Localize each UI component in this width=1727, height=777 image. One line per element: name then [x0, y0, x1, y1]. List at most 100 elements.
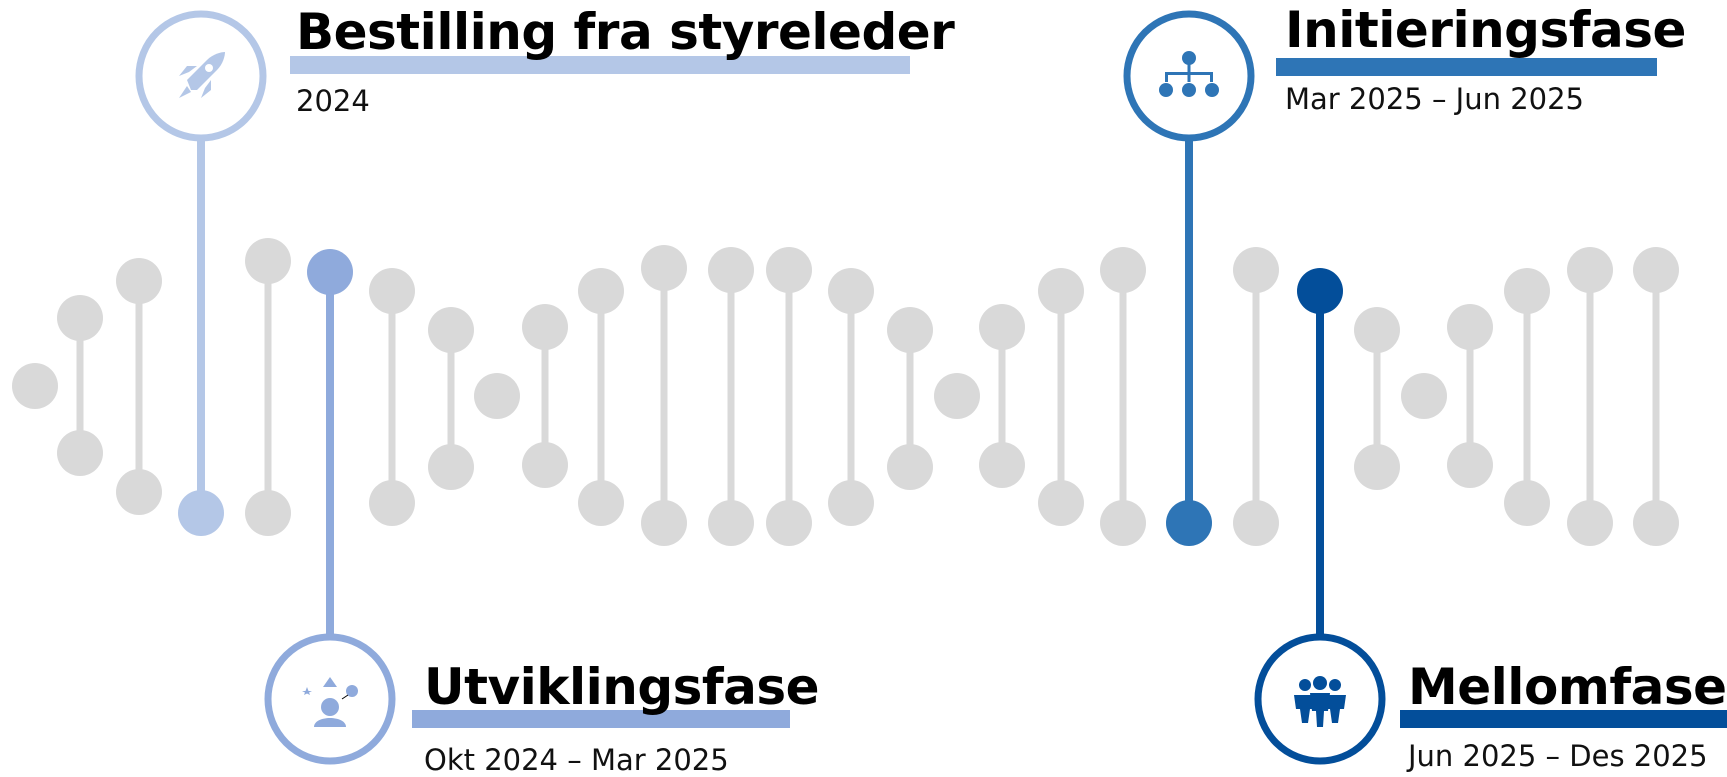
- rung-dot-top: [57, 295, 103, 341]
- rocket-icon: [179, 52, 225, 98]
- rung-dot-bottom: [1567, 500, 1613, 546]
- rung-dot-bottom: [57, 430, 103, 476]
- milestone-ring-3: [1123, 10, 1255, 142]
- circle-shape: [346, 685, 358, 697]
- team-head: [1329, 679, 1341, 691]
- dna-rung: [766, 247, 812, 546]
- rung-dot-bottom: [522, 442, 568, 488]
- rung-dot-bottom: [828, 480, 874, 526]
- person-head: [321, 698, 339, 716]
- rung-dot-top: [369, 268, 415, 314]
- milestone-4-date: Jun 2025 – Des 2025: [1408, 739, 1708, 773]
- rung-dot-top: [887, 307, 933, 353]
- dna-rung: [1233, 247, 1279, 546]
- milestone-2-title: Utviklingsfase: [424, 658, 820, 716]
- org-node: [1205, 83, 1219, 97]
- rocket-window: [205, 64, 213, 72]
- org-chart-icon: [1159, 51, 1219, 97]
- rung-dot-bottom: [578, 480, 624, 526]
- rung-dot-top: [428, 307, 474, 353]
- rung-dot-bottom: [641, 500, 687, 546]
- org-drop: [1165, 72, 1168, 82]
- rung-dot-top: [641, 245, 687, 291]
- dna-rung: [1354, 307, 1400, 490]
- dna-rung: [828, 268, 874, 526]
- rung-dot-bottom: [1504, 480, 1550, 526]
- rung-dot-top: [245, 238, 291, 284]
- rung-dot-top: [828, 268, 874, 314]
- milestone-4-underline: [1400, 710, 1727, 728]
- milestone-3-date: Mar 2025 – Jun 2025: [1285, 82, 1585, 116]
- rocket-body: [187, 52, 225, 90]
- triangle-shape: [323, 677, 337, 687]
- org-drop: [1187, 72, 1191, 82]
- rung-dot-top: [1038, 268, 1084, 314]
- org-stem: [1187, 64, 1191, 74]
- rung-dot-top: [116, 258, 162, 304]
- team-body: [1324, 695, 1346, 723]
- org-node-top: [1182, 51, 1196, 65]
- rung-dot-bottom: [1233, 500, 1279, 546]
- milestone-rings: [135, 10, 1386, 765]
- dna-rung: [1100, 247, 1146, 546]
- rung-dot-top: [1633, 247, 1679, 293]
- milestone-1-underline: [290, 56, 910, 74]
- rung-dot-bottom: [369, 480, 415, 526]
- rung-dot-top: [766, 247, 812, 293]
- milestone-4-title: Mellomfase: [1408, 658, 1727, 716]
- rung-dot-top: [578, 268, 624, 314]
- rung-dot-bottom: [887, 444, 933, 490]
- dna-single-dot: [1401, 373, 1447, 419]
- dna-rung: [522, 304, 568, 488]
- rung-dot-top: [1447, 304, 1493, 350]
- milestone-2-date: Okt 2024 – Mar 2025: [424, 743, 729, 777]
- milestone-3-title: Initieringsfase: [1285, 1, 1686, 59]
- rung-dot-top: [1567, 247, 1613, 293]
- org-node: [1182, 83, 1196, 97]
- dna-rung: [708, 247, 754, 546]
- rung-dot-bottom: [116, 469, 162, 515]
- milestone-connectors: [197, 140, 1324, 634]
- rung-dot-top: [522, 304, 568, 350]
- dna-rung: [887, 307, 933, 490]
- person-body: [314, 718, 346, 727]
- milestone-ring-4: [1254, 633, 1386, 765]
- milestone-2-underline: [412, 710, 790, 728]
- rung-dot-bottom: [979, 442, 1025, 488]
- dna-rung: [1447, 304, 1493, 488]
- rung-dot-top: [1233, 247, 1279, 293]
- team-body: [1310, 693, 1330, 727]
- dna-rung: [57, 295, 103, 476]
- star-shape: [302, 687, 312, 695]
- dna-rung: [1038, 268, 1084, 526]
- dna-rung: [369, 268, 415, 526]
- rung-dot-bottom: [1633, 500, 1679, 546]
- org-drop: [1210, 72, 1213, 82]
- dna-rung: [1567, 247, 1613, 546]
- dna-single-dot: [934, 373, 980, 419]
- rung-dot-bottom: [1100, 500, 1146, 546]
- rung-dot-bottom: [1447, 442, 1493, 488]
- rocket-fin: [201, 80, 211, 98]
- dna-strand: [12, 238, 1679, 546]
- dna-rung: [428, 307, 474, 490]
- dna-rung: [641, 245, 687, 546]
- milestone-ring-1: [135, 10, 267, 142]
- rung-dot-top: [708, 247, 754, 293]
- rung-dot-bottom: [1354, 444, 1400, 490]
- org-node: [1159, 83, 1173, 97]
- dna-single-dot: [474, 373, 520, 419]
- dna-rung: [1504, 268, 1550, 526]
- rung-dot-bottom: [245, 490, 291, 536]
- ideas-person-icon: [302, 677, 358, 727]
- rung-dot-top: [1100, 247, 1146, 293]
- milestone-1-date: 2024: [296, 84, 370, 118]
- team-head: [1299, 679, 1311, 691]
- dna-rung: [979, 304, 1025, 488]
- team-body: [1294, 695, 1316, 723]
- rung-dot-top: [1504, 268, 1550, 314]
- rung-dot-bottom: [766, 500, 812, 546]
- dna-rung: [116, 258, 162, 515]
